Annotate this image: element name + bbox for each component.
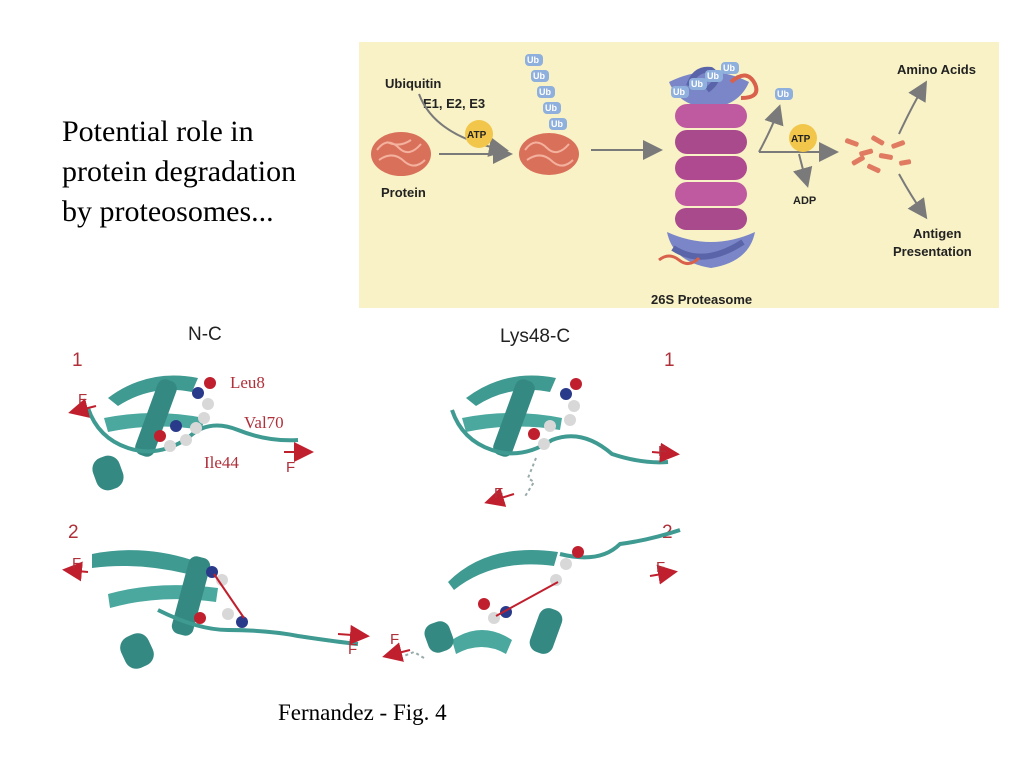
label-leu8: Leu8 bbox=[230, 373, 265, 392]
atp-badge-1 bbox=[465, 120, 493, 148]
force-arrow bbox=[651, 442, 680, 463]
molecule-nc-1 bbox=[86, 375, 299, 491]
label-force: F bbox=[72, 555, 81, 572]
ub-tag-label: Ub bbox=[539, 87, 551, 97]
slide-text-line: by proteosomes... bbox=[62, 195, 274, 228]
slide-text-line: Potential role in bbox=[62, 115, 254, 148]
title-n-c: N-C bbox=[188, 324, 222, 345]
arrow-ubiquitin bbox=[418, 93, 509, 157]
released-ub bbox=[775, 88, 793, 100]
ub-tag-label: Ub bbox=[533, 71, 545, 81]
force-arrow bbox=[484, 487, 515, 507]
ub-tag-label: Ub bbox=[527, 55, 539, 65]
label-atp-1: ATP bbox=[467, 130, 487, 141]
arrow-antigen bbox=[898, 173, 928, 220]
label-force: F bbox=[658, 443, 667, 460]
ub-chain: Ub Ub Ub Ub Ub bbox=[525, 54, 567, 130]
row-number-1-right: 1 bbox=[664, 350, 675, 371]
atp-badge-2 bbox=[789, 124, 817, 152]
ub-tag-label: Ub bbox=[707, 71, 719, 81]
ub-tag-label: Ub bbox=[673, 87, 685, 97]
label-presentation: Presentation bbox=[893, 244, 972, 259]
label-enzymes: E1, E2, E3 bbox=[423, 96, 485, 111]
force-arrow bbox=[62, 561, 89, 582]
pathway-svg: Protein Ubiquitin E1, E2, E3 ATP Ub Ub U… bbox=[371, 54, 976, 307]
ub-tag-label: Ub bbox=[777, 89, 789, 99]
molecule-nc-2 bbox=[92, 550, 359, 669]
ub-tag-label: Ub bbox=[551, 119, 563, 129]
simulation-figure: N-C Lys48-C 1 1 2 2 Leu8 Val70 Ile44 F bbox=[48, 318, 688, 678]
tagged-protein bbox=[519, 133, 579, 175]
protein-blob bbox=[371, 132, 431, 176]
label-atp-2: ATP bbox=[791, 134, 811, 145]
proteasome-26s: Ub Ub Ub Ub bbox=[658, 62, 759, 268]
proteasome-pathway-diagram: Protein Ubiquitin E1, E2, E3 ATP Ub Ub U… bbox=[359, 42, 999, 308]
row-number-1-left: 1 bbox=[72, 350, 83, 371]
molecule-lys48-1 bbox=[450, 375, 669, 499]
title-lys48-c: Lys48-C bbox=[500, 326, 570, 347]
arrow-amino-acids bbox=[898, 80, 928, 135]
label-force: F bbox=[78, 391, 87, 408]
label-proteasome: 26S Proteasome bbox=[651, 292, 752, 307]
slide-text-line: protein degradation bbox=[62, 155, 297, 188]
label-adp: ADP bbox=[793, 195, 816, 207]
label-protein: Protein bbox=[381, 185, 426, 200]
arrow-to-adp bbox=[792, 153, 813, 188]
force-arrow bbox=[382, 642, 411, 662]
ub-tag-label: Ub bbox=[545, 103, 557, 113]
peptide-fragments bbox=[844, 135, 912, 174]
slide-text: Potential role in protein degradation by… bbox=[62, 112, 296, 232]
label-ubiquitin: Ubiquitin bbox=[385, 76, 441, 91]
label-force: F bbox=[494, 485, 503, 502]
ub-tag-label: Ub bbox=[723, 63, 735, 73]
label-force: F bbox=[656, 559, 665, 576]
label-antigen: Antigen bbox=[913, 226, 961, 241]
figure-caption: Fernandez - Fig. 4 bbox=[278, 700, 447, 725]
label-val70: Val70 bbox=[244, 413, 284, 432]
label-force: F bbox=[390, 631, 399, 648]
molecule-lys48-2 bbox=[403, 528, 681, 659]
label-ile44: Ile44 bbox=[204, 453, 239, 472]
force-arrow bbox=[337, 624, 370, 645]
row-number-2-left: 2 bbox=[68, 522, 79, 543]
label-amino-acids: Amino Acids bbox=[897, 62, 976, 77]
force-arrow bbox=[649, 564, 678, 585]
force-arrow bbox=[68, 398, 97, 418]
label-force: F bbox=[286, 459, 295, 476]
ub-tag-label: Ub bbox=[691, 79, 703, 89]
label-force: F bbox=[348, 641, 357, 658]
arrow-release-ub bbox=[758, 104, 784, 153]
simulation-svg: N-C Lys48-C 1 1 2 2 Leu8 Val70 Ile44 F bbox=[62, 324, 681, 669]
